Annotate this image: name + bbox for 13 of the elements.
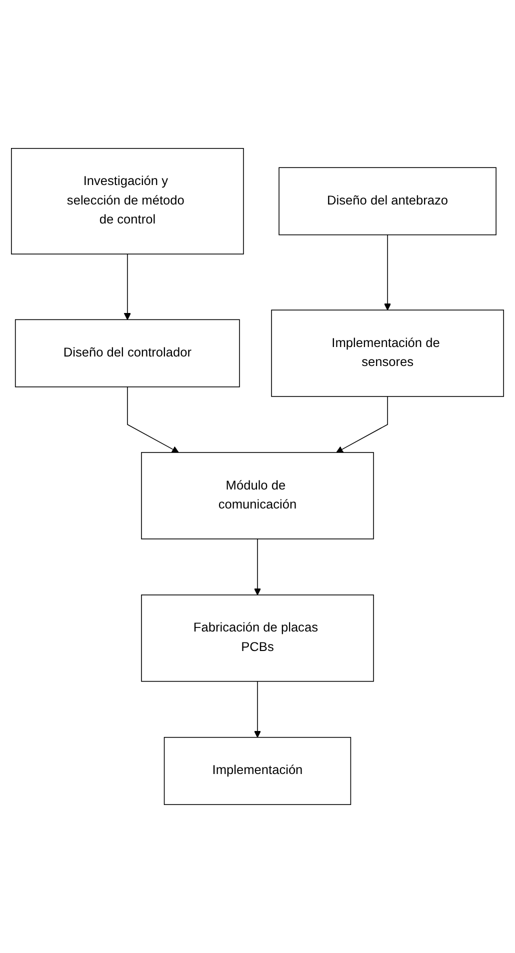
arrow	[336, 396, 388, 453]
process-box: Investigación y selección de método de control	[11, 148, 244, 254]
arrow	[254, 680, 262, 738]
process-box: Módulo de comunicación	[141, 452, 374, 540]
process-box: Diseño del controlador	[14, 319, 240, 388]
arrow	[384, 234, 392, 310]
arrow	[127, 386, 179, 453]
arrow	[124, 254, 131, 320]
process-box: Implementación de sensores	[271, 310, 504, 397]
process-box: Fabricación de placas PCBs	[141, 594, 374, 682]
process-box: Implementación	[164, 736, 352, 805]
arrow	[254, 538, 262, 596]
process-box: Diseño del antebrazo	[278, 167, 496, 236]
